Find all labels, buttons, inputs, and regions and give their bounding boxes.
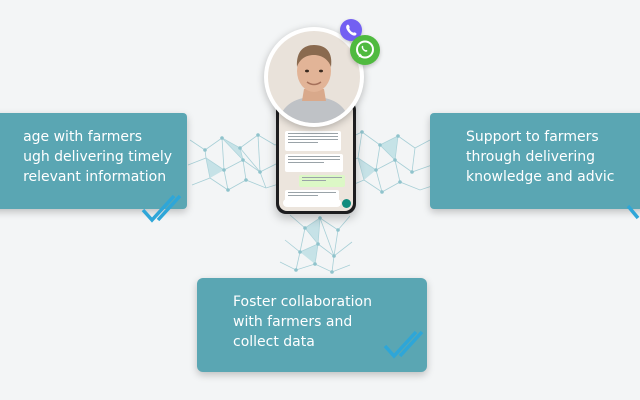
card-bottom-line-2: with farmers and bbox=[233, 314, 353, 330]
whatsapp-badge bbox=[350, 35, 380, 65]
viber-icon bbox=[346, 24, 357, 36]
card-engage-farmers: age with farmers ugh delivering timely r… bbox=[0, 113, 187, 209]
mic-icon bbox=[342, 199, 351, 208]
card-left-line-3: relevant information bbox=[23, 169, 167, 185]
card-left-line-1: age with farmers bbox=[23, 129, 143, 145]
chat-bubble bbox=[285, 131, 341, 151]
double-check-icon bbox=[141, 194, 182, 223]
whatsapp-icon bbox=[356, 40, 374, 59]
chat-input-bar bbox=[283, 199, 341, 207]
card-left-line-2: ugh delivering timely bbox=[23, 149, 172, 165]
chat-bubble bbox=[299, 175, 345, 187]
card-right-line-2: through delivering bbox=[466, 149, 596, 165]
card-bottom-line-3: collect data bbox=[233, 334, 315, 350]
avatar bbox=[264, 27, 364, 127]
card-right-line-3: knowledge and advic bbox=[466, 169, 615, 185]
card-foster-collaboration: Foster collaboration with farmers and co… bbox=[197, 278, 427, 372]
viber-badge bbox=[340, 19, 362, 41]
card-right-line-1: Support to farmers bbox=[466, 129, 599, 145]
card-support-farmers: Support to farmers through delivering kn… bbox=[430, 113, 640, 209]
card-bottom-line-1: Foster collaboration bbox=[233, 294, 372, 310]
double-check-icon bbox=[383, 330, 424, 359]
double-check-icon bbox=[626, 204, 640, 220]
chat-bubble bbox=[285, 154, 343, 172]
